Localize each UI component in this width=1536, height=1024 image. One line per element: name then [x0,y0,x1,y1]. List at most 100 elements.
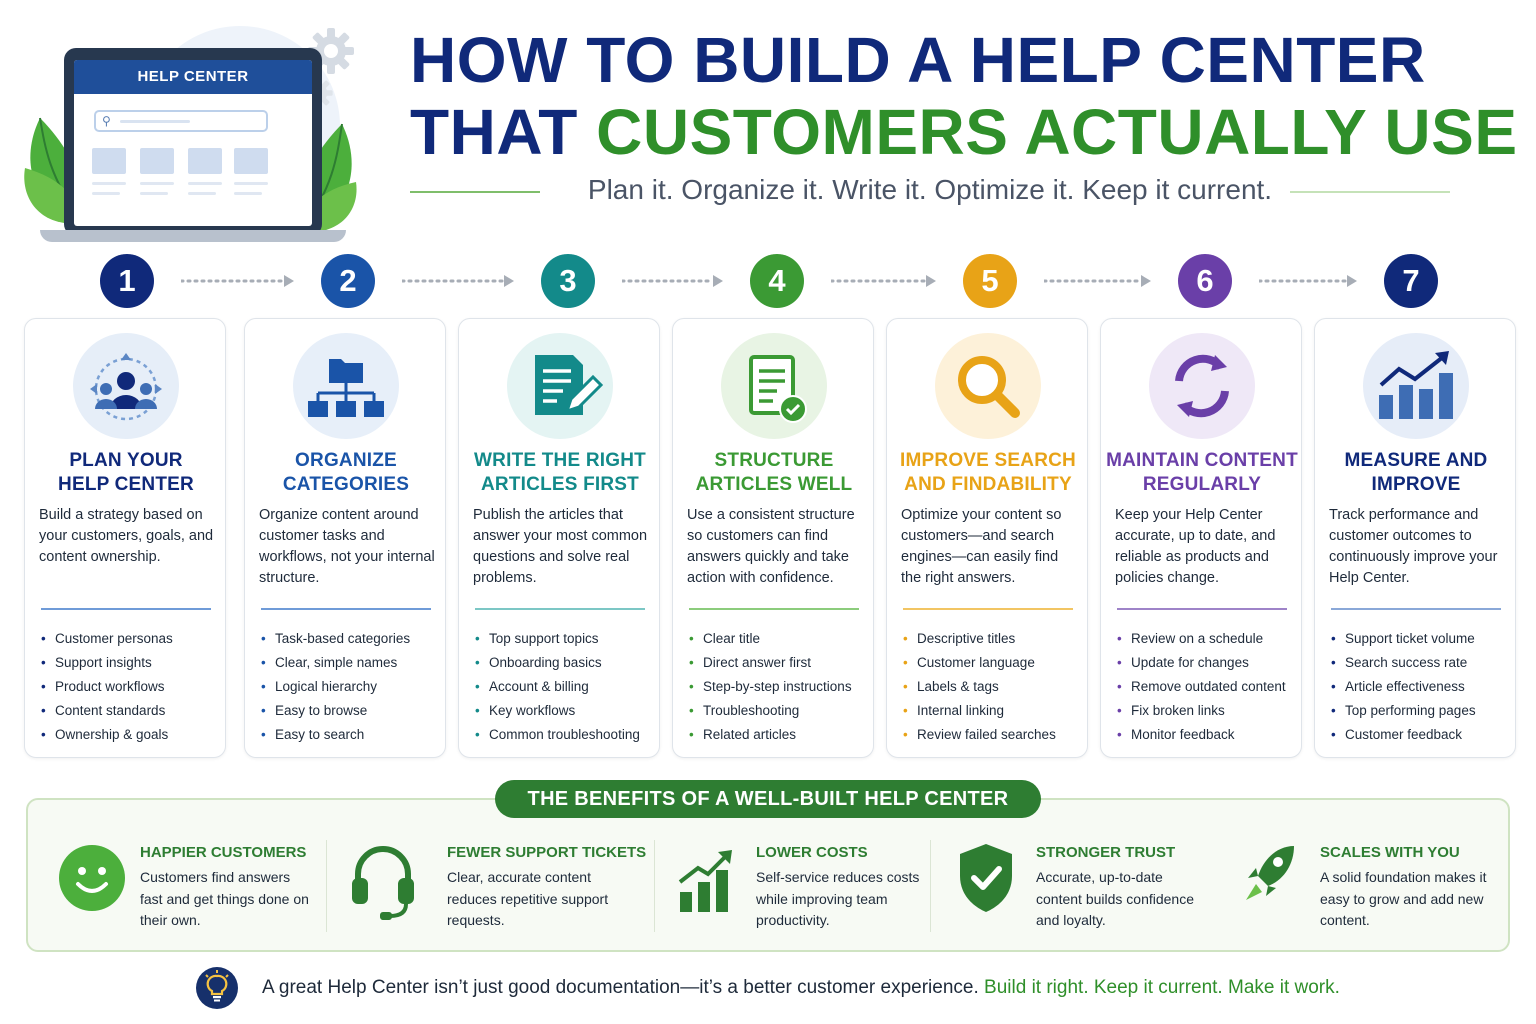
step-bullet-item: Support insights [41,651,227,675]
subtitle-rule-right [1290,191,1450,193]
benefit-text: Self-service reduces costs while improvi… [756,869,920,928]
step-title-line-2: IMPROVE [1371,474,1461,495]
laptop-display: HELP CENTER ⚲ [74,60,312,226]
benefit-fewer-tickets: FEWER SUPPORT TICKETS Clear, accurate co… [350,842,650,938]
laptop-tile [188,148,222,174]
step-bullet-item: Troubleshooting [689,699,875,723]
step-number-3: 3 [541,254,595,308]
subtitle-row: Plan it. Organize it. Write it. Optimize… [410,172,1450,212]
benefit-text: Clear, accurate content reduces repetiti… [447,869,609,928]
step-bullet-item: Labels & tags [903,675,1089,699]
step-divider [41,608,211,610]
step-bullet-item: Easy to browse [261,699,447,723]
benefit-title: HAPPIER CUSTOMERS [140,844,307,861]
laptop-tile [140,148,174,174]
step-divider [1331,608,1501,610]
document-pen-icon [507,333,613,439]
benefit-title: FEWER SUPPORT TICKETS [447,844,647,861]
step-bullet-item: Key workflows [475,699,661,723]
page-title: HOW TO BUILD A HELP CENTER THAT CUSTOMER… [410,24,1520,168]
step-divider [1117,608,1287,610]
step-bullet-list: Customer personasSupport insightsProduct… [41,627,227,747]
step-bullet-item: Common troubleshooting [475,723,661,747]
folder-hierarchy-icon [293,333,399,439]
step-card-1: PLAN YOUR HELP CENTER Build a strategy bas… [24,318,226,758]
benefit-happier-customers: HAPPIER CUSTOMERS Customers find answers… [58,842,318,938]
step-divider [903,608,1073,610]
footer-text: A great Help Center isn’t just good docu… [262,977,985,998]
step-title-line-1: IMPROVE SEARCH [900,450,1076,471]
subtitle: Plan it. Organize it. Write it. Optimize… [587,174,1273,205]
laptop-search-box: ⚲ [94,110,268,132]
search-icon: ⚲ [102,114,111,128]
title-line-2-start: THAT [410,96,597,168]
benefit-text: Accurate, up-to-date content builds conf… [1036,869,1194,928]
step-number-6: 6 [1178,254,1232,308]
benefit-title: SCALES WITH YOU [1320,844,1460,861]
step-number-1: 1 [100,254,154,308]
subtitle-rule-left [410,191,540,193]
laptop-header-label: HELP CENTER [74,60,312,94]
step-divider [689,608,859,610]
step-connector-arrow [402,275,514,287]
step-title-line-1: PLAN YOUR [69,450,183,471]
step-bullet-list: Task-based categoriesClear, simple names… [261,627,447,747]
step-divider [261,608,431,610]
step-bullet-item: Fix broken links [1117,699,1303,723]
step-divider [475,608,645,610]
step-title-line-2: CATEGORIES [282,474,410,495]
step-description: Build a strategy based on your customers… [39,507,214,565]
step-bullet-item: Remove outdated content [1117,675,1303,699]
step-bullet-list: Top support topicsOnboarding basicsAccou… [475,627,661,747]
step-description: Organize content around customer tasks a… [259,507,435,586]
step-bullet-item: Article effectiveness [1331,675,1517,699]
step-title-line-1: MEASURE AND [1344,450,1488,471]
benefit-divider [654,840,655,932]
step-connector-arrow [1259,275,1357,287]
step-title-line-2: HELP CENTER [58,474,194,495]
step-connector-arrow [181,275,294,287]
step-bullet-item: Onboarding basics [475,651,661,675]
laptop-base [40,230,346,242]
smiley-face-icon [59,845,125,911]
step-title-line-2: REGULARLY [1142,474,1262,495]
bar-chart-arrow-icon [678,850,732,912]
benefit-stronger-trust: STRONGER TRUST Accurate, up-to-date cont… [958,842,1218,938]
step-number-7: 7 [1384,254,1438,308]
step-title-line-2: ARTICLES WELL [695,474,853,495]
benefit-scales-with-you: SCALES WITH YOU A solid foundation makes… [1242,842,1500,938]
benefit-divider [930,840,931,932]
step-bullet-item: Customer language [903,651,1089,675]
laptop-tile [234,148,268,174]
step-bullet-item: Task-based categories [261,627,447,651]
title-line-1: HOW TO BUILD A HELP CENTER [410,24,1426,96]
benefit-text: Customers find answers fast and get thin… [140,869,309,928]
step-bullet-list: Support ticket volumeSearch success rate… [1331,627,1517,747]
step-bullet-item: Content standards [41,699,227,723]
benefit-text: A solid foundation makes it easy to grow… [1320,869,1487,928]
benefit-title: STRONGER TRUST [1036,844,1176,861]
step-bullet-item: Customer personas [41,627,227,651]
step-bullet-item: Product workflows [41,675,227,699]
step-description: Publish the articles that answer your mo… [473,507,648,586]
title-line-2: THAT CUSTOMERS ACTUALLY USE [410,96,1520,168]
step-connector-arrow [622,275,723,287]
step-bullet-item: Search success rate [1331,651,1517,675]
benefit-lower-costs: LOWER COSTS Self-service reduces costs w… [678,842,919,938]
growth-chart-icon [1363,333,1469,439]
step-bullet-item: Related articles [689,723,875,747]
benefit-divider [326,840,327,932]
magnifier-icon [935,333,1041,439]
step-bullet-item: Top performing pages [1331,699,1517,723]
step-connector-arrow [831,275,936,287]
step-bullet-item: Update for changes [1117,651,1303,675]
laptop-tile [92,148,126,174]
